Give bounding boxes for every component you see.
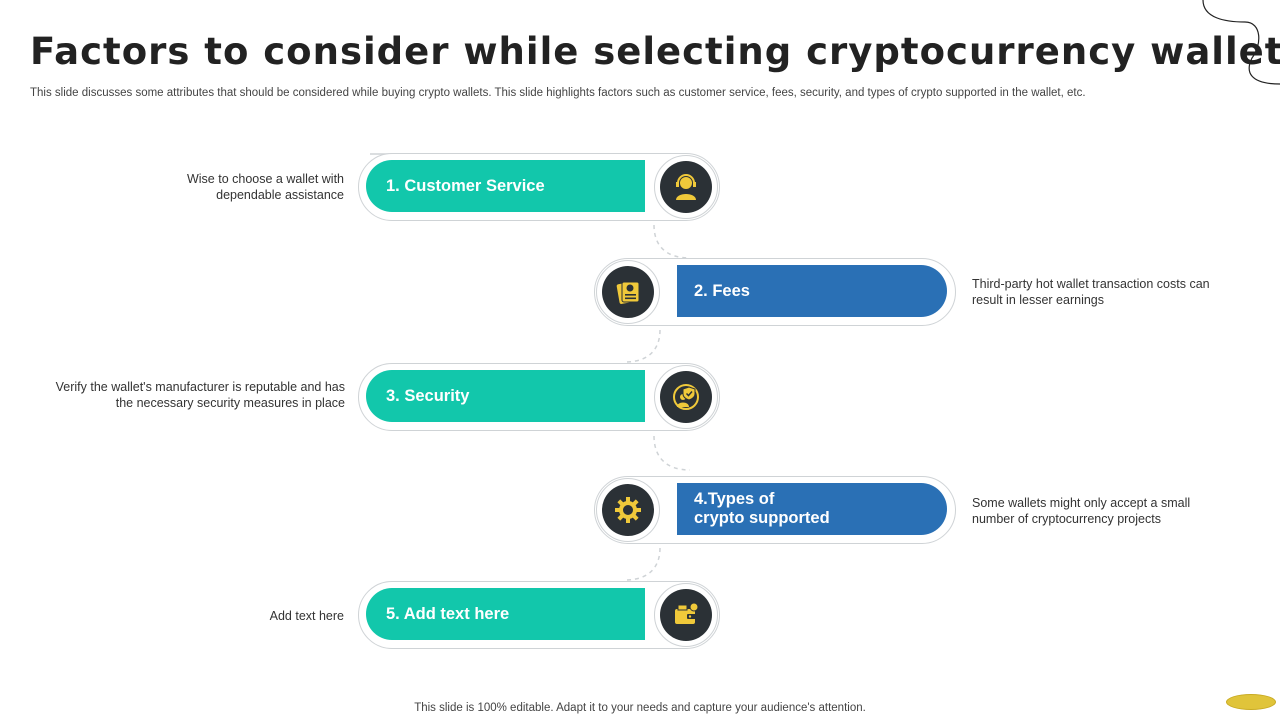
factor-description: Some wallets might only accept a small n…	[972, 496, 1191, 526]
factor-label-line1: 4.Types of	[694, 490, 775, 508]
footer-note: This slide is 100% editable. Adapt it to…	[414, 702, 866, 714]
page-subtitle: This slide discusses some attributes tha…	[30, 87, 1086, 99]
page-title: Factors to consider while selecting cryp…	[30, 30, 1280, 73]
factor-description: Add text here	[269, 609, 344, 623]
security-shield-user-icon	[660, 371, 712, 423]
icon-ring	[596, 478, 660, 542]
gear-icon	[602, 484, 654, 536]
coin-decoration	[1226, 694, 1276, 710]
factor-description: Wise to choose a wallet with dependable …	[186, 172, 344, 202]
factor-label: 2. Fees	[677, 265, 947, 317]
factor-description: Third-party hot wallet transaction costs…	[972, 277, 1210, 307]
fee-document-icon	[602, 266, 654, 318]
icon-ring	[596, 260, 660, 324]
wallet-icon	[660, 589, 712, 641]
icon-ring	[654, 155, 718, 219]
factor-description: Verify the wallet's manufacturer is repu…	[55, 380, 345, 410]
icon-ring	[654, 583, 718, 647]
factor-label: 5. Add text here	[366, 588, 645, 640]
factor-label-line2: crypto supported	[694, 509, 830, 527]
factor-label: 3. Security	[366, 370, 645, 422]
icon-ring	[654, 365, 718, 429]
customer-support-icon	[660, 161, 712, 213]
factor-label: 1. Customer Service	[366, 160, 645, 212]
